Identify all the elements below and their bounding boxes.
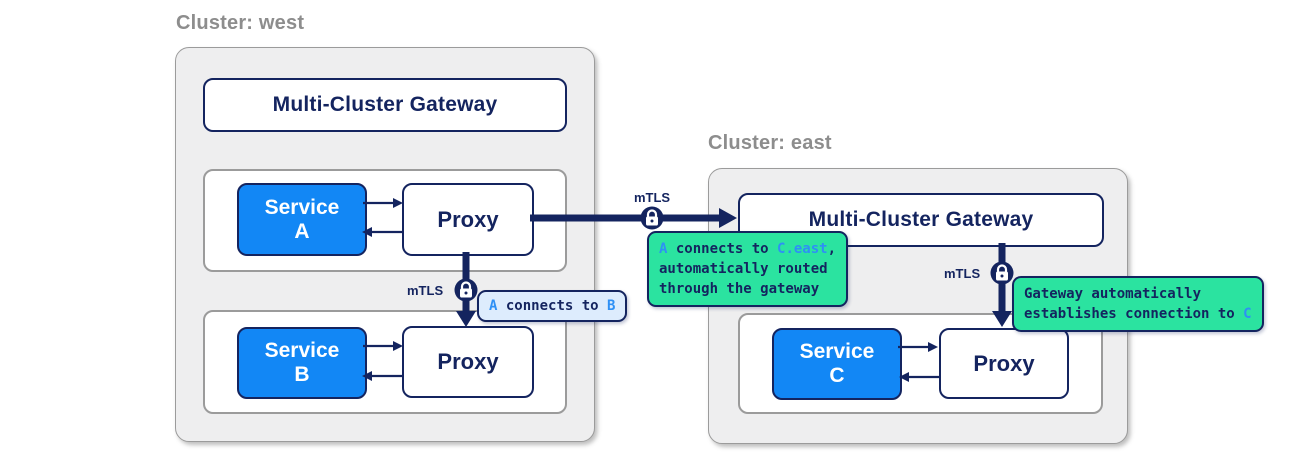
- mtls-label-east: mTLS: [944, 266, 981, 281]
- proxy-c-label: Proxy: [973, 350, 1035, 376]
- tooltip-gateway-establishes-c: Gateway automatically establishes connec…: [1012, 276, 1264, 332]
- tooltip-a-connects-to-c-east: A connects to C.east, automatically rout…: [647, 231, 849, 307]
- cluster-east-title: Cluster: east: [708, 132, 832, 154]
- proxy-c-box: Proxy: [939, 328, 1069, 399]
- service-b-box: Service B: [237, 327, 367, 399]
- tooltip-line: automatically routed: [659, 261, 828, 277]
- tooltip-line: A connects to B: [489, 298, 616, 314]
- proxy-a-label: Proxy: [437, 206, 499, 232]
- service-c-label-line2: C: [829, 364, 845, 387]
- mtls-label-west: mTLS: [407, 283, 444, 298]
- tooltip-line: establishes connection to C: [1024, 306, 1252, 322]
- mtls-label-cross: mTLS: [633, 190, 671, 205]
- tooltip-line: Gateway automatically: [1024, 286, 1202, 302]
- gateway-east-label: Multi-Cluster Gateway: [808, 208, 1034, 231]
- proxy-b-box: Proxy: [402, 326, 534, 398]
- gateway-west-box: Multi-Cluster Gateway: [203, 78, 567, 132]
- service-a-box: Service A: [237, 183, 367, 256]
- gateway-west-label: Multi-Cluster Gateway: [272, 93, 498, 116]
- tooltip-a-connects-to-b: A connects to B: [477, 290, 628, 322]
- service-b-label-line2: B: [294, 363, 310, 386]
- tooltip-line: through the gateway: [659, 281, 820, 297]
- service-b-label-line1: Service: [264, 339, 340, 362]
- tooltip-line: A connects to C.east,: [659, 241, 837, 257]
- service-c-box: Service C: [772, 328, 902, 400]
- proxy-b-label: Proxy: [437, 349, 499, 374]
- service-a-label-line1: Service: [264, 195, 340, 219]
- mtls-lock-icon-cross: [640, 206, 664, 230]
- service-c-label-line1: Service: [799, 340, 875, 363]
- service-a-label-line2: A: [294, 219, 310, 243]
- proxy-a-box: Proxy: [402, 183, 534, 256]
- cluster-west-title: Cluster: west: [176, 12, 305, 34]
